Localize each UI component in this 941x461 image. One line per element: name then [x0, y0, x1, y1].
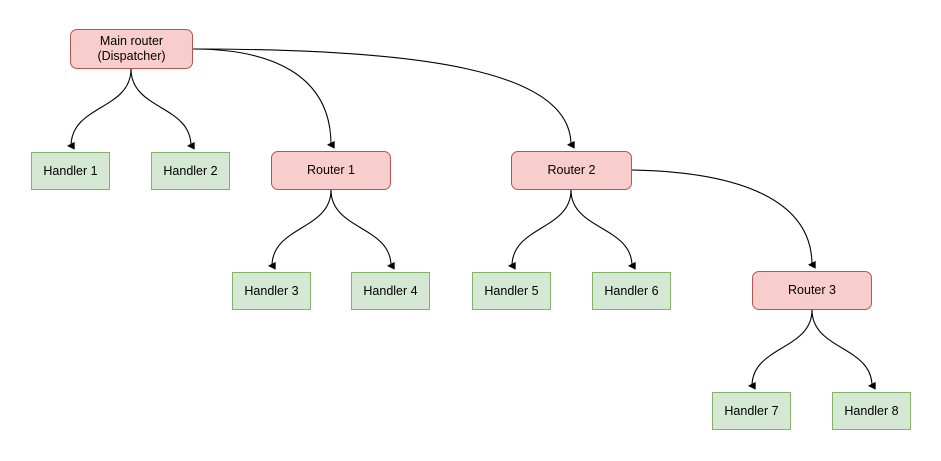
edge-router-3-to-handler-8: [811, 309, 876, 390]
node-handler-7[interactable]: Handler 7: [712, 392, 791, 430]
node-router-2[interactable]: Router 2: [511, 151, 632, 190]
edge-main-to-router-1: [192, 48, 335, 149]
node-handler-4[interactable]: Handler 4: [351, 272, 430, 310]
node-router-1[interactable]: Router 1: [271, 151, 391, 190]
edge-router-2-to-router-3: [631, 169, 816, 269]
node-handler-2[interactable]: Handler 2: [151, 152, 230, 190]
edge-router-2-to-handler-5: [508, 189, 572, 270]
node-handler-3[interactable]: Handler 3: [232, 272, 311, 310]
node-main-router[interactable]: Main router (Dispatcher): [70, 29, 193, 69]
edge-router-1-to-handler-3: [268, 189, 332, 270]
node-label: Handler 7: [724, 403, 779, 418]
node-label: Router 1: [307, 163, 355, 177]
edge-main-to-router-2: [192, 48, 575, 149]
node-label: Main router (Dispatcher): [97, 34, 166, 63]
node-label: Handler 3: [244, 283, 299, 298]
node-label: Handler 6: [604, 283, 659, 298]
node-label: Handler 4: [363, 283, 418, 298]
node-handler-6[interactable]: Handler 6: [592, 272, 671, 310]
node-handler-5[interactable]: Handler 5: [472, 272, 551, 310]
node-router-3[interactable]: Router 3: [752, 271, 872, 310]
node-label: Router 2: [547, 163, 596, 177]
node-label: Handler 8: [844, 403, 899, 418]
node-handler-8[interactable]: Handler 8: [832, 392, 911, 430]
edge-main-to-handler-1: [67, 68, 132, 150]
node-label: Handler 1: [43, 163, 98, 178]
node-label: Router 3: [788, 283, 836, 297]
node-handler-1[interactable]: Handler 1: [31, 152, 110, 190]
edge-router-3-to-handler-7: [748, 309, 813, 390]
edge-main-to-handler-2: [130, 68, 195, 150]
edge-router-2-to-handler-6: [570, 189, 636, 270]
edge-router-1-to-handler-4: [330, 189, 395, 270]
node-label: Handler 2: [163, 163, 218, 178]
node-label: Handler 5: [484, 283, 539, 298]
